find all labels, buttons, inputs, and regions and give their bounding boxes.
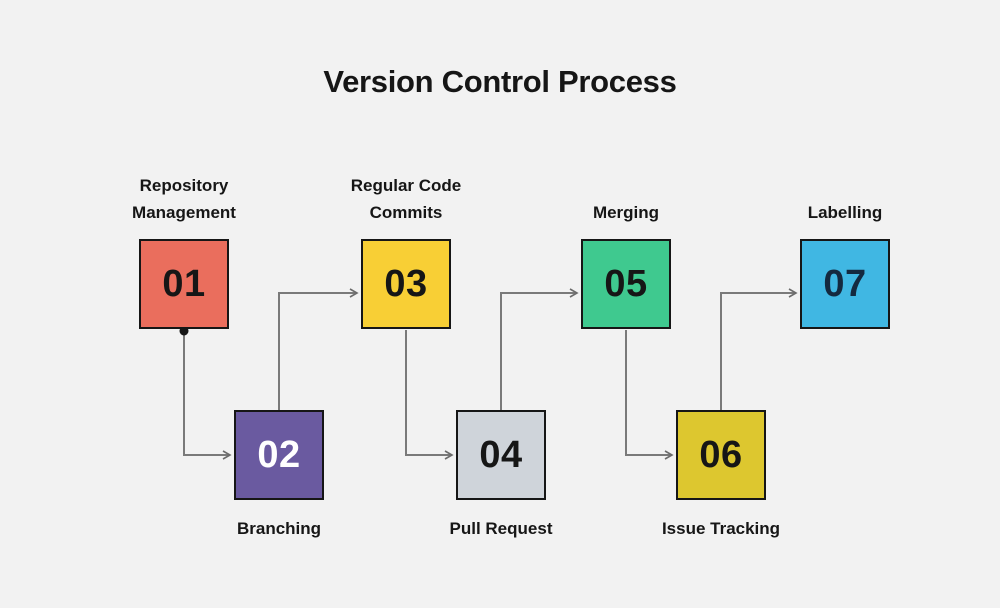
step-box: 02 [234,410,324,500]
step-number: 03 [384,263,428,305]
step-05-merging: Merging 05 [581,203,671,329]
step-label: Pull Request [449,519,553,538]
step-box: 07 [800,239,890,329]
step-box: 03 [361,239,451,329]
step-box: 04 [456,410,546,500]
step-02-branching: Branching 02 [234,410,324,538]
step-box: 01 [139,239,229,329]
step-label: Labelling [807,202,883,222]
step-04-pull-request: Pull Request 04 [450,410,552,538]
step-label: Issue Tracking [661,519,781,538]
step-number: 06 [699,434,743,476]
step-label: Merging [592,202,660,222]
step-label: Regular Code Commits [350,176,462,222]
step-07-labelling: Labelling 07 [800,203,890,329]
step-number: 07 [823,263,867,305]
step-01-repository-management: Repository Management 01 [132,176,236,329]
step-label: Branching [236,519,322,538]
step-number: 05 [604,263,648,305]
step-box: 05 [581,239,671,329]
connector-06-07 [720,288,798,410]
connector-03-04 [405,330,454,460]
step-06-issue-tracking: Issue Tracking 06 [662,410,780,538]
step-box: 06 [676,410,766,500]
step-number: 04 [479,434,523,476]
step-03-regular-code-commits: Regular Code Commits 03 [351,176,461,329]
step-number: 02 [257,434,301,476]
connector-05-06 [625,330,674,460]
connector-04-05 [500,288,579,410]
connector-01-02 [183,331,232,460]
page-title: Version Control Process [323,64,677,99]
connector-02-03 [278,288,359,410]
step-number: 01 [162,263,206,305]
step-label: Repository Management [132,176,236,222]
